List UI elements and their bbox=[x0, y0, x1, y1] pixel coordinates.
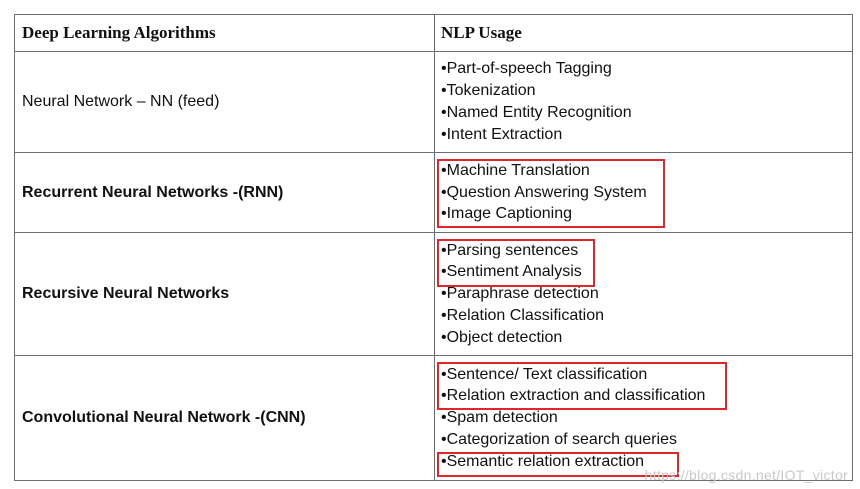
column-divider bbox=[434, 356, 435, 480]
header-algorithms: Deep Learning Algorithms bbox=[22, 23, 216, 42]
algorithm-cell: Convolutional Neural Network -(CNN) bbox=[22, 409, 306, 426]
usage-list: Part-of-speech Tagging Tokenization Name… bbox=[441, 52, 846, 152]
usage-list: Machine Translation Question Answering S… bbox=[441, 153, 846, 232]
list-item: Sentence/ Text classification bbox=[441, 364, 846, 386]
list-item: Image Captioning bbox=[441, 203, 846, 225]
list-item: Intent Extraction bbox=[441, 124, 846, 146]
column-divider bbox=[434, 153, 435, 232]
list-item: Paraphrase detection bbox=[441, 283, 846, 305]
header-nlp-usage: NLP Usage bbox=[441, 23, 522, 42]
list-item: Part-of-speech Tagging bbox=[441, 58, 846, 80]
usage-list: Parsing sentences Sentiment Analysis Par… bbox=[441, 233, 846, 355]
table-row: Recurrent Neural Networks -(RNN) Machine… bbox=[15, 153, 852, 233]
list-item: Machine Translation bbox=[441, 160, 846, 182]
column-divider bbox=[434, 52, 435, 152]
list-item: Question Answering System bbox=[441, 182, 846, 204]
algorithm-cell: Recurrent Neural Networks -(RNN) bbox=[22, 183, 284, 201]
highlight-box-recursive bbox=[437, 239, 595, 287]
list-item: Relation extraction and classification bbox=[441, 385, 846, 407]
list-item: Parsing sentences bbox=[441, 240, 846, 262]
list-item: Categorization of search queries bbox=[441, 429, 846, 451]
algorithm-cell: Recursive Neural Networks bbox=[22, 285, 230, 302]
highlight-box-cnn-bottom bbox=[437, 452, 679, 477]
usage-list: Sentence/ Text classification Relation e… bbox=[441, 356, 846, 480]
list-item: Relation Classification bbox=[441, 305, 846, 327]
list-item: Object detection bbox=[441, 327, 846, 349]
table-row: Recursive Neural Networks Parsing senten… bbox=[15, 233, 852, 356]
table-row: Neural Network – NN (feed) Part-of-speec… bbox=[15, 52, 852, 153]
list-item: Semantic relation extraction bbox=[441, 451, 846, 473]
list-item: Tokenization bbox=[441, 80, 846, 102]
highlight-box-rnn bbox=[437, 159, 665, 228]
table-header-row: Deep Learning Algorithms NLP Usage bbox=[15, 15, 852, 52]
column-divider bbox=[434, 233, 435, 355]
table-row: Convolutional Neural Network -(CNN) Sent… bbox=[15, 356, 852, 480]
algorithms-table: Deep Learning Algorithms NLP Usage Neura… bbox=[14, 14, 853, 481]
watermark: https://blog.csdn.net/IOT_victor bbox=[644, 467, 848, 483]
list-item: Named Entity Recognition bbox=[441, 102, 846, 124]
column-divider bbox=[434, 15, 435, 51]
algorithm-cell: Neural Network – NN (feed) bbox=[22, 93, 220, 110]
highlight-box-cnn-top bbox=[437, 362, 727, 410]
list-item: Spam detection bbox=[441, 407, 846, 429]
list-item: Sentiment Analysis bbox=[441, 261, 846, 283]
